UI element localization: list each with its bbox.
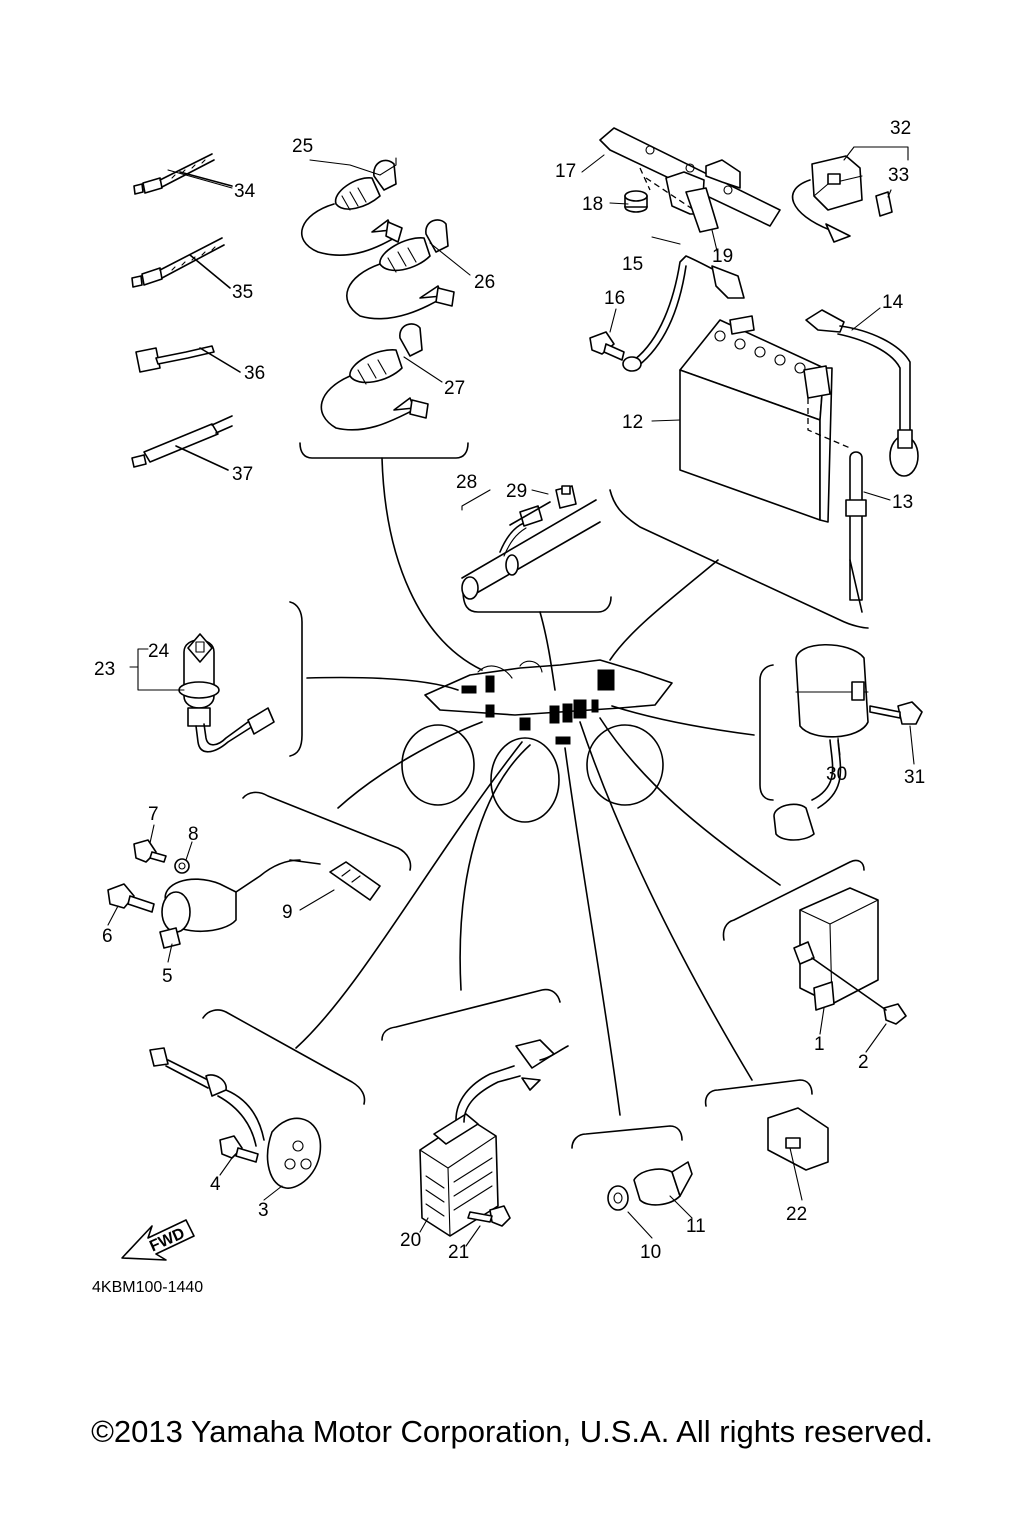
rectifier-20 bbox=[419, 1039, 569, 1237]
callout-22: 22 bbox=[786, 1204, 807, 1225]
callout-6: 6 bbox=[102, 926, 113, 947]
copyright-notice: ©2013 Yamaha Motor Corporation, U.S.A. A… bbox=[91, 1414, 933, 1449]
washer-10 bbox=[607, 1185, 629, 1211]
callout-12: 12 bbox=[622, 412, 643, 433]
callout-32: 32 bbox=[890, 118, 911, 139]
bolt-31 bbox=[869, 701, 923, 725]
callout-24: 24 bbox=[148, 641, 170, 662]
callout-16: 16 bbox=[604, 288, 625, 309]
wire-harness-28 bbox=[461, 499, 601, 600]
sensor-3 bbox=[149, 1047, 322, 1189]
group-brackets bbox=[202, 442, 869, 1149]
callout-21: 21 bbox=[448, 1242, 469, 1263]
plug-cap-9 bbox=[289, 859, 381, 901]
cdi-unit-30 bbox=[773, 643, 869, 841]
callout-28: 28 bbox=[456, 472, 477, 493]
cable-tie-35 bbox=[131, 237, 231, 289]
grommet-18 bbox=[624, 190, 648, 213]
bolt-4 bbox=[219, 1135, 259, 1163]
battery-cable-14 bbox=[805, 309, 919, 477]
callout-13: 13 bbox=[892, 492, 913, 513]
callout-15: 15 bbox=[622, 254, 643, 275]
connector-29 bbox=[555, 485, 577, 509]
key-24 bbox=[187, 633, 213, 663]
breather-hose-13 bbox=[807, 398, 867, 613]
thermo-sender-11 bbox=[633, 1161, 693, 1206]
callout-26: 26 bbox=[474, 272, 495, 293]
band-37 bbox=[131, 415, 233, 471]
callout-25: 25 bbox=[292, 136, 313, 157]
callout-36: 36 bbox=[244, 363, 265, 384]
bolt-16 bbox=[589, 331, 625, 361]
bolt-2 bbox=[811, 957, 907, 1025]
callout-9: 9 bbox=[282, 902, 293, 923]
callout-5: 5 bbox=[162, 966, 173, 987]
callout-37: 37 bbox=[232, 464, 253, 485]
battery-cable-15 bbox=[622, 255, 745, 372]
callout-14: 14 bbox=[882, 292, 904, 313]
callout-10: 10 bbox=[640, 1242, 661, 1263]
fuse-33 bbox=[875, 191, 893, 217]
washer-8 bbox=[174, 858, 190, 874]
battery-12 bbox=[679, 315, 833, 523]
leader-lines bbox=[295, 457, 781, 1116]
callout-30: 30 bbox=[826, 764, 847, 785]
bracket-17 bbox=[599, 127, 781, 227]
ignition-coil-5 bbox=[159, 859, 301, 949]
callout-7: 7 bbox=[148, 804, 159, 825]
bolt-6 bbox=[107, 883, 155, 913]
cover-22 bbox=[767, 1107, 829, 1171]
callout-4: 4 bbox=[210, 1174, 221, 1195]
callout-33: 33 bbox=[888, 165, 909, 186]
callout-20: 20 bbox=[400, 1230, 421, 1251]
callout-35: 35 bbox=[232, 282, 253, 303]
regulator-1 bbox=[793, 887, 879, 1011]
callout-numbers: 34 35 36 37 25 26 27 28 29 17 18 19 32 3… bbox=[94, 118, 925, 1263]
plug-cap-26 bbox=[346, 219, 455, 320]
callout-19: 19 bbox=[712, 246, 733, 267]
callout-1: 1 bbox=[814, 1034, 825, 1055]
callout-3: 3 bbox=[258, 1200, 269, 1221]
bolt-7 bbox=[133, 839, 167, 863]
callout-27: 27 bbox=[444, 378, 465, 399]
callout-23: 23 bbox=[94, 659, 115, 680]
fwd-arrow-icon: FWD bbox=[121, 1219, 195, 1261]
plug-cap-27 bbox=[320, 323, 429, 431]
bolt-21 bbox=[467, 1205, 511, 1227]
clamp-36 bbox=[135, 345, 241, 373]
callout-17: 17 bbox=[555, 161, 576, 182]
callout-31: 31 bbox=[904, 767, 925, 788]
callout-2: 2 bbox=[858, 1052, 869, 1073]
callout-8: 8 bbox=[188, 824, 199, 845]
plug-cap-25 bbox=[300, 159, 403, 256]
diagram-code: 4KBM100-1440 bbox=[92, 1279, 203, 1296]
vehicle-outline bbox=[401, 659, 673, 823]
callout-29: 29 bbox=[506, 481, 527, 502]
main-switch-23 bbox=[178, 639, 275, 753]
callout-11: 11 bbox=[686, 1216, 706, 1237]
callout-34: 34 bbox=[234, 181, 256, 202]
band-19 bbox=[685, 187, 719, 233]
cable-tie-34 bbox=[133, 153, 233, 195]
callout-18: 18 bbox=[582, 194, 603, 215]
callout-lines bbox=[107, 146, 915, 1247]
relay-32 bbox=[791, 155, 863, 243]
